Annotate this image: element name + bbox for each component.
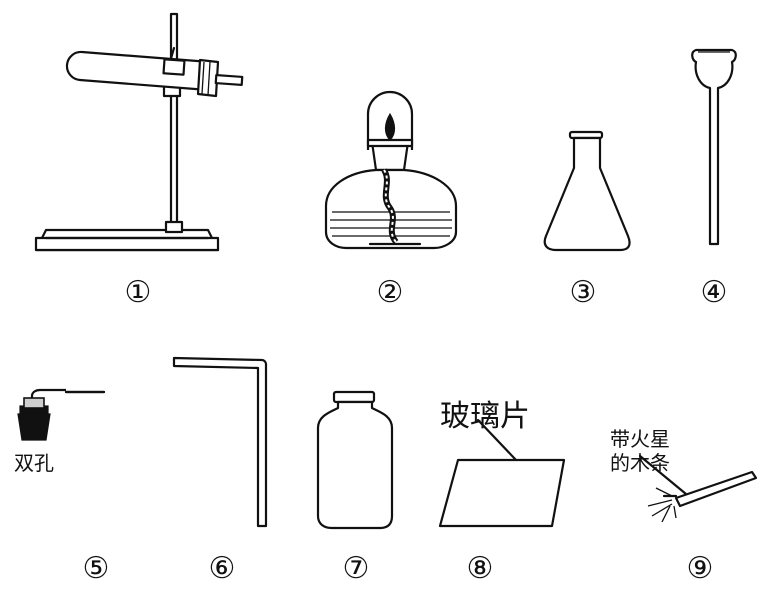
item-number-9: ⑨ xyxy=(686,551,714,586)
label-splint-line1: 带火星 xyxy=(610,427,670,451)
gas-collecting-bottle xyxy=(316,390,394,530)
label-glass-slide: 玻璃片 xyxy=(440,399,530,434)
label-two-hole: 双孔 xyxy=(14,451,54,475)
item-number-1: ① xyxy=(124,275,152,310)
conical-flask xyxy=(543,130,631,252)
bent-glass-tube xyxy=(172,356,268,528)
alcohol-lamp xyxy=(324,90,458,250)
iron-stand-with-test-tube xyxy=(34,12,244,252)
item-number-4: ④ xyxy=(700,275,728,310)
item-number-8: ⑧ xyxy=(466,551,494,586)
item-number-7: ⑦ xyxy=(342,551,370,586)
item-number-6: ⑥ xyxy=(208,551,236,586)
glowing-splint xyxy=(638,454,758,523)
item-number-3: ③ xyxy=(569,275,597,310)
long-neck-funnel xyxy=(691,48,737,246)
label-splint-line2: 的木条 xyxy=(610,451,670,475)
glass-slide xyxy=(438,418,566,528)
item-number-5: ⑤ xyxy=(82,551,110,586)
two-hole-stopper xyxy=(17,388,106,441)
item-number-2: ② xyxy=(376,275,404,310)
